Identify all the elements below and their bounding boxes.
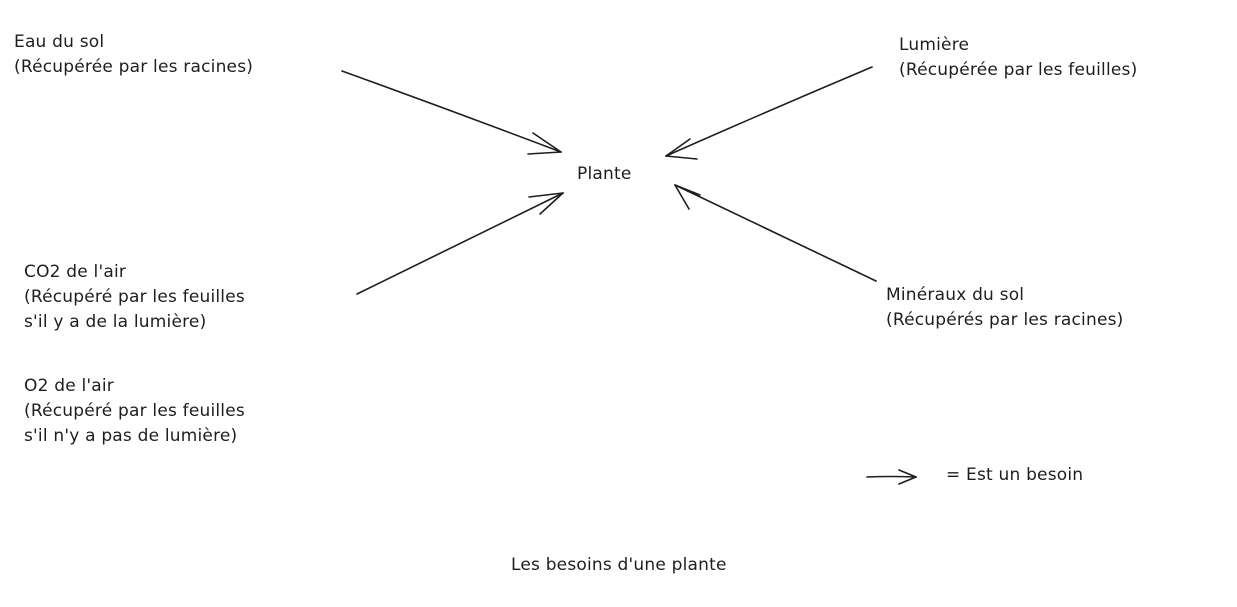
- node-co2: CO2 de l'air (Récupéré par les feuilles …: [24, 260, 245, 335]
- legend-arrow: [866, 469, 917, 485]
- arrow-eau-to-plante: [341, 70, 562, 155]
- node-detail: (Récupérée par les feuilles): [899, 60, 1138, 80]
- node-detail: (Récupéré par les feuilles: [24, 401, 245, 421]
- node-o2: O2 de l'air (Récupéré par les feuilles s…: [24, 374, 245, 449]
- node-detail: s'il n'y a pas de lumière): [24, 426, 238, 446]
- node-title: Minéraux du sol: [886, 285, 1025, 305]
- arrow-lumiere-to-plante: [665, 66, 873, 160]
- node-title: O2 de l'air: [24, 376, 114, 396]
- legend-label: = Est un besoin: [946, 465, 1084, 485]
- node-title: CO2 de l'air: [24, 262, 127, 282]
- node-detail: (Récupérés par les racines): [886, 310, 1124, 330]
- node-title: Eau du sol: [14, 32, 105, 52]
- node-plante: Plante: [577, 162, 632, 187]
- node-mineraux-du-sol: Minéraux du sol (Récupérés par les racin…: [886, 283, 1124, 333]
- arrow-mineraux-to-plante: [674, 184, 877, 282]
- node-title: Lumière: [899, 35, 970, 55]
- node-eau-du-sol: Eau du sol (Récupérée par les racines): [14, 30, 253, 80]
- node-detail: (Récupéré par les feuilles: [24, 287, 245, 307]
- node-detail: s'il y a de la lumière): [24, 312, 207, 332]
- arrow-co2-to-plante: [356, 192, 564, 295]
- diagram-caption: Les besoins d'une plante: [511, 555, 727, 575]
- node-lumiere: Lumière (Récupérée par les feuilles): [899, 33, 1137, 83]
- node-detail: (Récupérée par les racines): [14, 57, 254, 77]
- center-label: Plante: [577, 164, 632, 184]
